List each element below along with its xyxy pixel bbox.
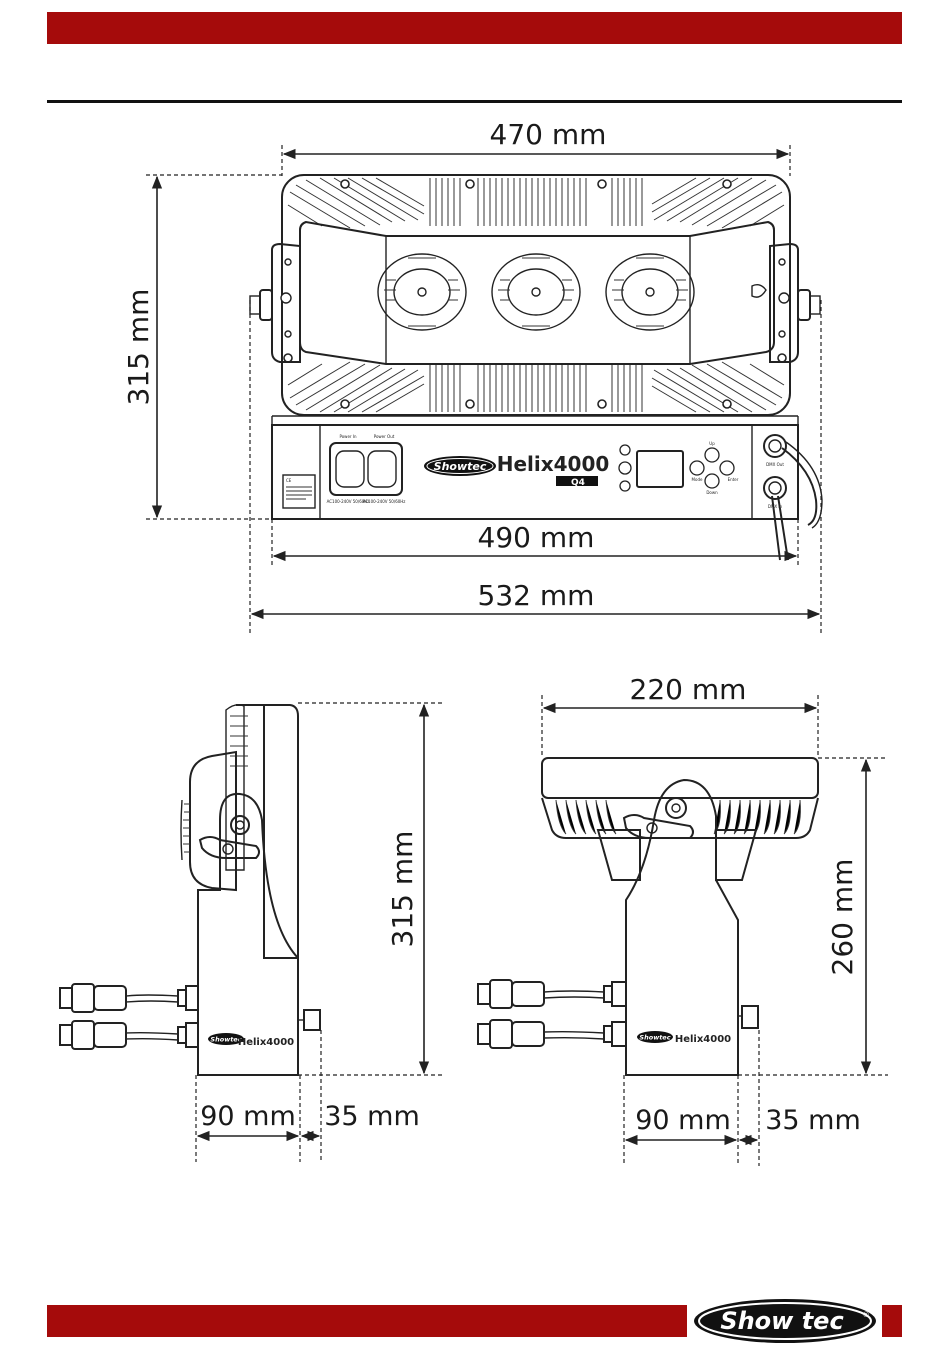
side-depth-connector-label: 35 mm — [324, 1101, 420, 1132]
front-width-top-label: 470 mm — [490, 118, 607, 151]
top-depth-base-label: 90 mm — [635, 1105, 731, 1136]
top-depth-connector-label: 35 mm — [765, 1105, 861, 1136]
top-view: Showtec Helix4000 220 mm 260 mm 90 mm 35… — [478, 673, 888, 1166]
ce-mark: CE — [286, 478, 292, 483]
power-out-label: Power Out — [374, 434, 395, 439]
top-model: Helix4000 — [675, 1034, 731, 1045]
side-depth-base-label: 90 mm — [200, 1101, 296, 1132]
showtec-logo: Show tec ® — [692, 1297, 878, 1345]
btn-enter-label: Enter — [728, 477, 739, 482]
front-height-label: 315 mm — [122, 289, 155, 406]
front-width-total-label: 532 mm — [478, 579, 595, 612]
footer-logo-mark: ® — [863, 1311, 870, 1319]
dmx-out-label: DMX Out — [766, 462, 784, 467]
side-height-label: 315 mm — [386, 831, 419, 948]
footer-bar — [47, 1305, 687, 1337]
power-in-label: Power In — [339, 434, 357, 439]
top-width-label: 220 mm — [630, 673, 747, 706]
top-height-label: 260 mm — [826, 859, 859, 976]
footer-bar-end — [882, 1305, 902, 1337]
side-model: Helix4000 — [238, 1037, 294, 1048]
btn-down-label: Down — [706, 490, 718, 495]
footer-logo-text: Show tec — [720, 1307, 843, 1335]
btn-up-label: Up — [709, 441, 715, 446]
btn-mode-label: Mode — [692, 477, 703, 482]
power-out-spec: AC100-240V 50/60Hz — [363, 499, 406, 504]
side-view: Showtec Helix4000 315 mm 90 mm 35 mm — [60, 703, 444, 1162]
front-model: Helix4000 — [497, 452, 610, 476]
front-view: 470 mm 315 mm — [122, 118, 822, 636]
front-width-body-label: 490 mm — [478, 521, 595, 554]
front-brand: Showtec — [434, 460, 487, 473]
top-brand: Showtec — [639, 1034, 670, 1042]
front-model-sub: Q4 — [571, 478, 585, 488]
